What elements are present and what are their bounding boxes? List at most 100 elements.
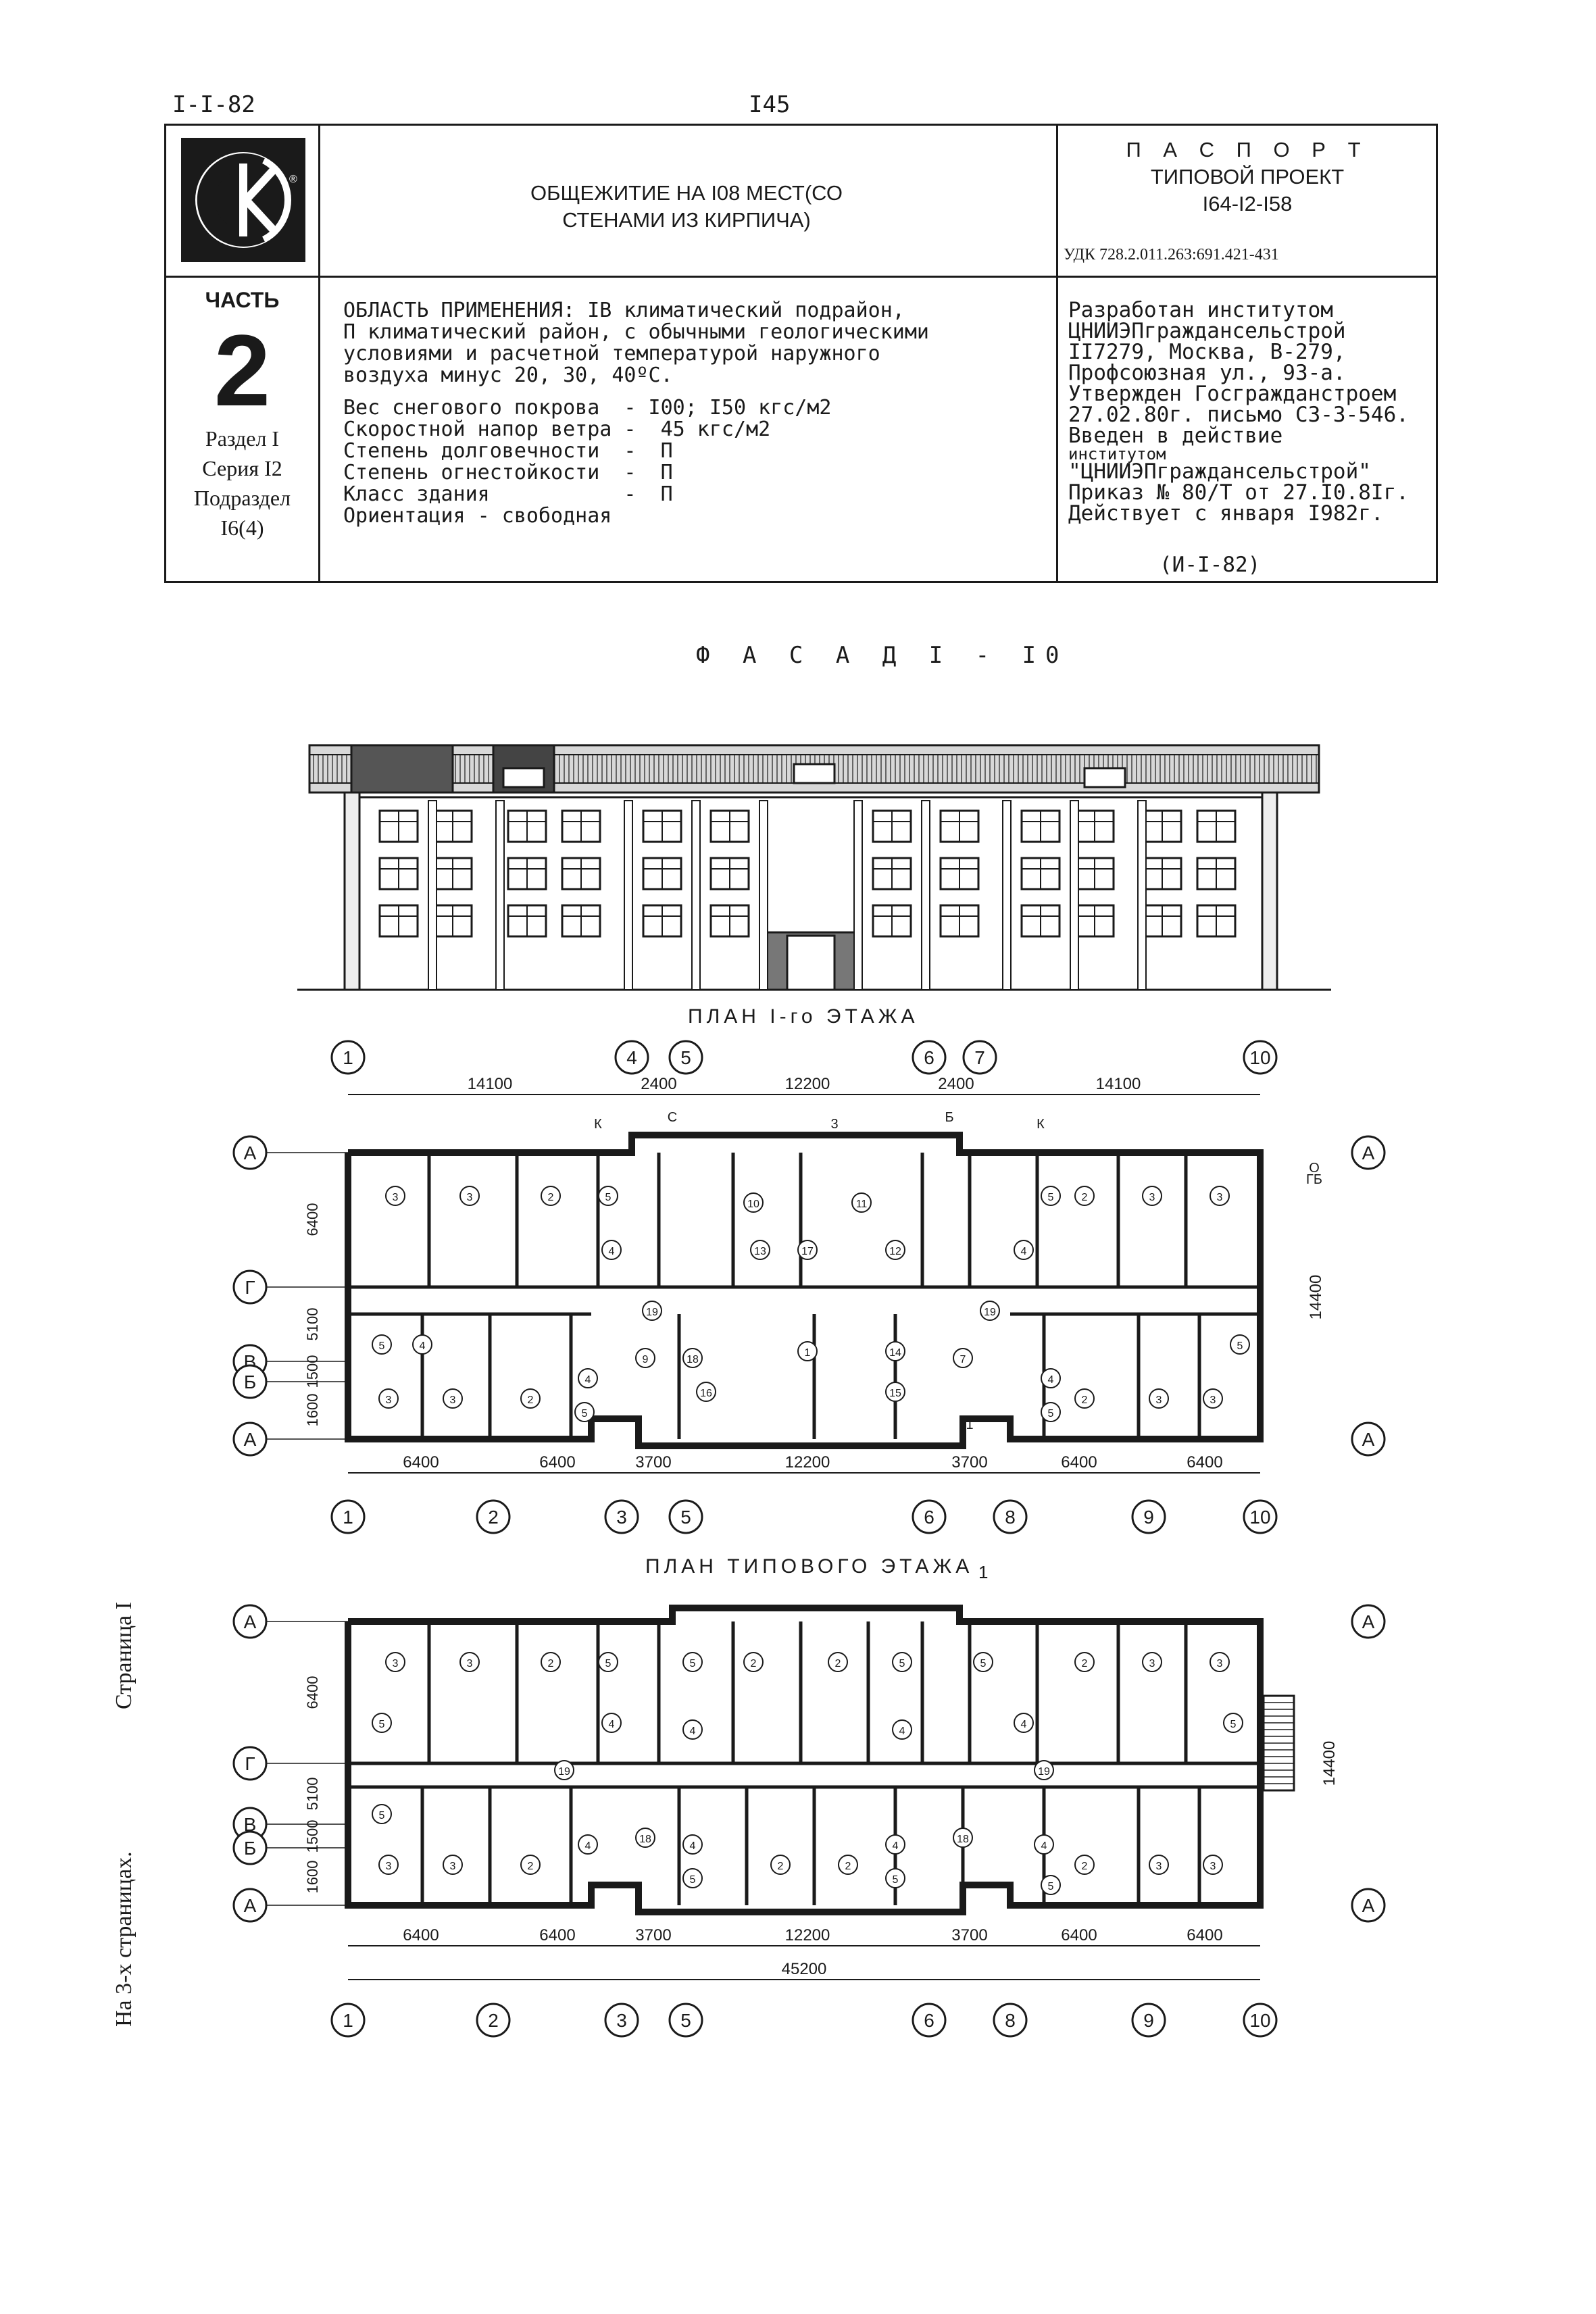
plan1-room-number: 4 (420, 1340, 426, 1352)
plan1-bottom-axis-6: 6 (912, 1499, 947, 1534)
plan2-room-marker (892, 1719, 912, 1740)
plan1-room-marker (743, 1192, 764, 1213)
plan2-room-marker (541, 1652, 561, 1672)
plan1-room-number: 5 (1048, 1192, 1054, 1203)
plan2-bottom-axis-1-label: 1 (343, 2010, 353, 2031)
plan1-room-number: 3 (1210, 1394, 1216, 1406)
plan2-room-marker (372, 1804, 392, 1824)
plan1-room-marker (578, 1368, 598, 1388)
plan1-bottom-axis-1-label: 1 (343, 1507, 353, 1528)
plan2-bottom-axis-1-circle (330, 2003, 366, 2038)
plan2-room-number: 2 (845, 1861, 851, 1872)
plan2-bottom-dim-2: 3700 (635, 1926, 671, 1944)
plan1-mark-2: 3 (830, 1117, 838, 1132)
plan2-room-number: 4 (899, 1726, 905, 1737)
plan2-room-marker (1034, 1760, 1054, 1780)
plan1-top-axis-4: 4 (614, 1040, 649, 1075)
developer-text: Разработан институтом ЦНИИЭПграждансельс… (1068, 300, 1409, 524)
plan2-row-axis-left-0: А (232, 1604, 268, 1639)
plan2-bottom-axis-2-circle (476, 2003, 511, 2038)
object-name: ОБЩЕЖИТИЕ НА I08 МЕСТ(СО СТЕНАМИ ИЗ КИРП… (450, 180, 923, 234)
plan2-row-axis-left-1-label: Г (245, 1753, 255, 1774)
plan1-room-number: 3 (1156, 1394, 1162, 1406)
plan2-row-axis-right-top: А (1351, 1604, 1386, 1639)
plan1-room-number: 17 (801, 1246, 814, 1257)
plan2-room-number: 2 (1082, 1861, 1088, 1872)
page-label-vertical: Страница I (111, 1601, 136, 1709)
plan2-room-number: 4 (893, 1840, 899, 1852)
plan1-mark-6: ГБ (1306, 1172, 1322, 1187)
part-label: ЧАСТЬ (205, 288, 280, 312)
plan1-row-axis-left-1-circle (232, 1269, 268, 1305)
plan1-bottom-axis-8: 8 (993, 1499, 1028, 1534)
plan1-row-axis-left-0-label: А (244, 1142, 257, 1163)
plan1-bottom-axis-9-circle (1131, 1499, 1166, 1534)
developer-line-11: Действует с января I982г. (1068, 501, 1384, 526)
object-name-line-1: ОБЩЕЖИТИЕ НА I08 МЕСТ(СО (530, 181, 843, 205)
plan2-row-axis-left-4-label: А (244, 1895, 257, 1916)
plan2-bottom-axis-2: 2 (476, 2003, 511, 2038)
plan2-row-axis-left-2-label: В (244, 1814, 257, 1835)
plan1-room-number: 4 (1048, 1374, 1054, 1386)
plan1-room-marker (1210, 1186, 1230, 1206)
developer-line-2: ЦНИИЭПграждансельстрой (1068, 319, 1346, 343)
project-number: I64-I2-I58 (1202, 192, 1293, 216)
plan2-room-number: 3 (1156, 1861, 1162, 1872)
plan1-bottom-axis-6-circle (912, 1499, 947, 1534)
plan2-room-number: 3 (450, 1861, 456, 1872)
facade-pilaster (428, 800, 437, 990)
plan1-room-number: 7 (960, 1354, 966, 1365)
plan1-room-number: 19 (646, 1307, 658, 1318)
plan2-room-marker (378, 1855, 399, 1875)
plan1-room-number: 5 (1237, 1340, 1243, 1352)
document-code: I-I-82 (172, 91, 255, 118)
plan1-room-marker (372, 1334, 392, 1355)
plan2-bottom-axis-5-label: 5 (680, 2010, 691, 2031)
plan2-section-mark: 1 (978, 1562, 989, 1582)
plan1-room-number: 4 (609, 1246, 615, 1257)
plan1-bottom-axis-5-circle (668, 1499, 703, 1534)
plan1-bottom-axis-10: 10 (1243, 1499, 1278, 1534)
plan2-bottom-dim-0: 6400 (403, 1926, 439, 1944)
plan1-room-marker (1230, 1334, 1250, 1355)
plan1-top-dim-0: 14100 (468, 1075, 513, 1093)
plan1-row-axis-right-bottom: А (1351, 1422, 1386, 1457)
plan2-row-axis-left-4: А (232, 1888, 268, 1923)
plan1-bottom-axis-1: 1 (330, 1499, 366, 1534)
plan1-room-number: 10 (747, 1199, 759, 1210)
plan2-room-marker (578, 1834, 598, 1855)
plan1-bottom-axis-9-label: 9 (1143, 1507, 1154, 1528)
plan2-bottom-axis-9-label: 9 (1143, 2010, 1154, 2031)
plan1-top-axis-6-label: 6 (924, 1047, 934, 1068)
plan2-bottom-axis-6: 6 (912, 2003, 947, 2038)
plan2-room-marker (601, 1713, 622, 1733)
plan2-room-marker (1034, 1834, 1054, 1855)
plan1-room-marker (953, 1348, 973, 1368)
plan2-room-marker (520, 1855, 541, 1875)
plan2-bottom-axis-5-circle (668, 2003, 703, 2038)
plan1-room-marker (1041, 1368, 1061, 1388)
facade-pilaster (1137, 800, 1147, 990)
plan2-room-marker (635, 1828, 655, 1848)
plan1-bottom-axis-2-label: 2 (488, 1507, 499, 1528)
plan2-room-number: 5 (605, 1658, 612, 1669)
plan2-bottom-dim-3: 12200 (785, 1926, 830, 1944)
parameter-class: Класс здания - П (343, 482, 673, 506)
plan2-bottom-axis-10-label: 10 (1249, 2010, 1270, 2031)
plan1-top-axis-5-label: 5 (680, 1047, 691, 1068)
plan1-row-axis-left-4: А (232, 1422, 268, 1457)
facade-pilaster (759, 800, 768, 990)
application-line-1: ОБЛАСТЬ ПРИМЕНЕНИЯ: IВ климатический под… (343, 299, 905, 322)
plan1-bottom-axis-10-label: 10 (1249, 1507, 1270, 1528)
plan2-bottom-axis-6-label: 6 (924, 2010, 934, 2031)
plan1-top-axis-4-label: 4 (626, 1047, 637, 1068)
plan1-top-axis-6-circle (912, 1040, 947, 1075)
plan2-row-dim-3: 1600 (304, 1861, 321, 1894)
plan2-room-number: 5 (893, 1874, 899, 1886)
plan1-room-marker (1014, 1240, 1034, 1260)
plan2-bottom-axis-10-circle (1243, 2003, 1278, 2038)
plan2-bottom-axis-8: 8 (993, 2003, 1028, 2038)
developer-line-1: Разработан институтом (1068, 298, 1333, 322)
plan1-room-marker (378, 1388, 399, 1409)
